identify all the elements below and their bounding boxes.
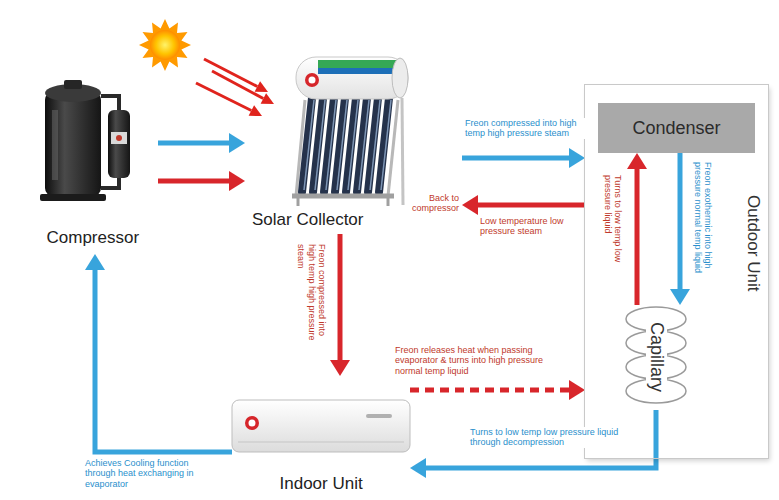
arrow-head (569, 148, 585, 168)
flow-arrow (670, 153, 690, 305)
node-label: Outdoor Unit (743, 195, 763, 293)
flow-arrow (158, 133, 245, 153)
flow-arrow (462, 195, 585, 215)
flow-arrow (158, 171, 245, 191)
solar-collector-picture (292, 57, 408, 206)
arrow-head (569, 380, 585, 400)
flow-note: Achieves Cooling function through heat e… (85, 458, 220, 489)
arrow-head (670, 289, 690, 305)
flow-line (338, 234, 343, 360)
flow-arrow (462, 148, 585, 168)
flow-note: Turns to low temp low pressure liquid (602, 175, 623, 280)
flow-line (426, 410, 656, 468)
arrow-head (85, 254, 105, 270)
arrow-head (229, 171, 245, 191)
flow-note: Turns to low temp low pressure liquid th… (470, 427, 635, 448)
flow-line (158, 141, 229, 146)
flow-line (410, 388, 569, 393)
compressor-picture (40, 80, 130, 201)
node-label: Capillary (646, 322, 667, 394)
sun-symbol (139, 19, 191, 71)
arrow-head (410, 458, 426, 478)
flow-line (678, 153, 683, 289)
arrow-head (229, 133, 245, 153)
flow-arrow (410, 380, 585, 400)
compressor-node: Compressor (28, 76, 158, 254)
flow-note: Low temperature low pressure steam (480, 216, 580, 237)
flow-arrow (85, 254, 232, 452)
flow-note-wrap: Freon compressed into high temp high pre… (296, 244, 327, 354)
node-label: Indoor Unit (280, 474, 363, 494)
flow-note-wrap: Freon exothermic into high pressure norm… (692, 162, 713, 297)
flow-note: Freon compressed into high temp high pre… (465, 118, 585, 139)
flow-line (462, 156, 569, 161)
flow-arrow (330, 234, 350, 376)
flow-note: Back to compressor (409, 193, 459, 214)
flow-note-wrap: Turns to low temp low pressure liquid (602, 175, 623, 280)
arrow-head (330, 360, 350, 376)
flow-note: Freon releases heat when passing evapora… (395, 345, 560, 376)
node-label: Compressor (47, 228, 140, 248)
indoor-unit-node: Indoor Unit (232, 376, 410, 494)
flow-note: Freon exothermic into high pressure norm… (692, 162, 713, 297)
condenser-box: Condenser (598, 103, 755, 153)
indoor-unit-picture (232, 400, 410, 452)
node-label: Solar Collector (252, 210, 364, 230)
arrow-head (627, 153, 647, 169)
arrow-head (462, 195, 478, 215)
flow-line (635, 169, 640, 305)
sun-ray-arrows (196, 59, 274, 116)
flow-arrow (410, 410, 656, 478)
flow-line (478, 203, 585, 208)
node-label: Condenser (633, 118, 721, 139)
capillary-coil: Capillary (622, 305, 690, 410)
node-label-wrap: Outdoor Unit (743, 195, 763, 293)
flow-note: Freon compressed into high temp high pre… (296, 244, 327, 354)
node-label-wrap: Capillary (646, 322, 667, 394)
flow-line (95, 270, 232, 452)
flow-arrow (627, 153, 647, 305)
flow-line (158, 179, 229, 184)
